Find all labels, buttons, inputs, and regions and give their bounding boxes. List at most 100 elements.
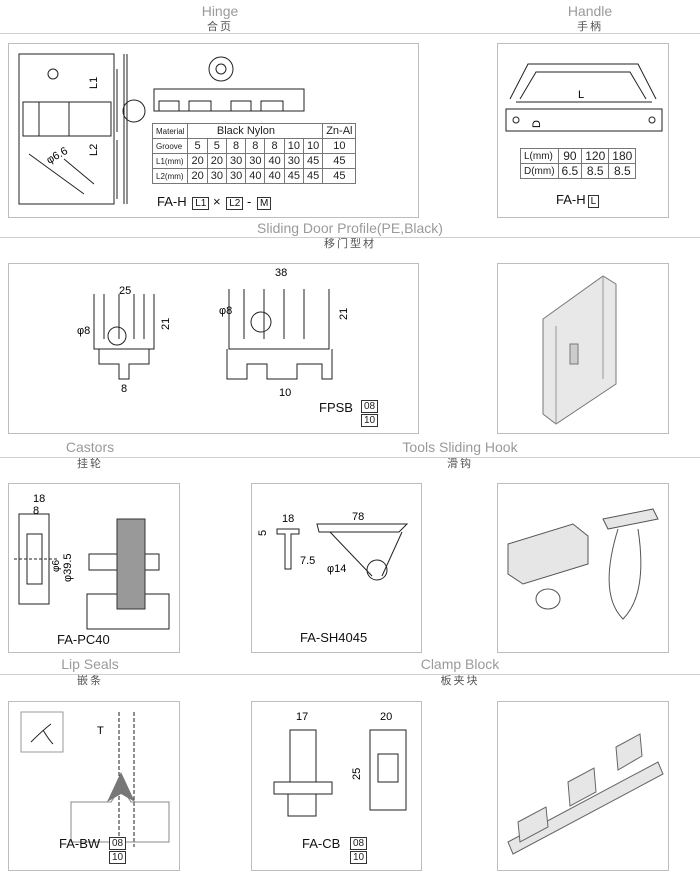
table-cell: 8 <box>264 138 285 154</box>
hook-d-label: 7.5 <box>300 555 315 567</box>
table-cell: 40 <box>264 153 285 169</box>
option-10: 10 <box>109 851 127 864</box>
table-row: L2(mm) 20 30 30 40 40 45 45 45 <box>151 168 357 184</box>
handle-l-label: L <box>578 89 584 101</box>
code-l2-box: L2 <box>226 197 244 210</box>
hinge-spec-table: Material Black Nylon Zn-Al Groove 5 5 8 … <box>151 123 357 184</box>
clamp-photo-panel <box>497 701 669 871</box>
clamp-title: Clamp Block <box>420 656 500 672</box>
castors-product-code: FA-PC40 <box>57 632 110 647</box>
lip-options: 08 10 <box>109 837 127 865</box>
sliding-photo-panel <box>497 263 669 434</box>
hook-e-label: φ14 <box>327 563 346 575</box>
sliding-d1-label: φ8 <box>77 325 90 337</box>
option-10: 10 <box>350 851 368 864</box>
material-header: Material <box>151 123 189 139</box>
table-cell: 5 <box>206 138 227 154</box>
sliding-h2-label: 21 <box>338 308 350 320</box>
code-prefix: FA-H <box>157 194 187 209</box>
lip-product-code: FA-BW <box>59 836 101 851</box>
clamp-title-cn: 板夹块 <box>440 675 480 687</box>
option-08: 08 <box>109 837 127 850</box>
clamp-illustration <box>507 733 664 855</box>
row-label: D(mm) <box>520 163 559 179</box>
table-cell: 40 <box>264 168 285 184</box>
lip-title-cn: 嵌条 <box>77 675 103 687</box>
lip-t-label: T <box>97 725 104 737</box>
sliding-title-cn: 移门型材 <box>324 238 376 250</box>
code-prefix: FA-H <box>556 192 586 207</box>
hook-title: Tools Sliding Hook <box>402 439 518 455</box>
handle-panel: L D L(mm) 90 120 180 D(mm) 6.5 8.5 8.5 F… <box>497 43 669 218</box>
hinge-l2-label: L2 <box>88 144 100 156</box>
option-08: 08 <box>350 837 368 850</box>
clamp-panel: 17 20 25 FA-CB 08 10 <box>251 701 422 871</box>
row-label: L(mm) <box>520 148 559 164</box>
castors-a-label: 18 <box>33 493 45 505</box>
lip-title: Lip Seals <box>61 656 119 672</box>
hook-panel: 18 5 78 7.5 φ14 FA-SH4045 <box>251 483 422 653</box>
clamp-b-label: 20 <box>380 711 392 723</box>
table-cell: 30 <box>225 153 247 169</box>
table-cell: 90 <box>557 148 583 164</box>
table-cell: 10 <box>322 138 357 154</box>
table-cell: 45 <box>322 168 357 184</box>
hook-product-code: FA-SH4045 <box>300 630 368 645</box>
clamp-a-label: 17 <box>296 711 308 723</box>
table-cell: 20 <box>187 168 208 184</box>
row-label: L2(mm) <box>151 168 189 184</box>
handle-d-label: D <box>531 120 543 128</box>
sliding-h1-label: 21 <box>160 318 172 330</box>
table-row: D(mm) 6.5 8.5 8.5 <box>520 163 637 179</box>
table-cell: 30 <box>245 153 266 169</box>
hinge-panel: L1 L2 φ6.6 Material Black Nylon Zn-Al Gr… <box>8 43 419 218</box>
castors-c-label: φ6 <box>51 560 62 572</box>
sliding-options: 08 10 <box>361 400 379 428</box>
table-cell: 120 <box>581 148 610 164</box>
sliding-w2-label: 38 <box>275 267 287 279</box>
divider <box>0 457 700 458</box>
table-cell: 20 <box>187 153 208 169</box>
table-cell: 6.5 <box>557 163 583 179</box>
castors-title: Castors <box>65 439 115 455</box>
table-cell: 180 <box>608 148 637 164</box>
hinge-product-code: FA-H L1 × L2 - M <box>157 194 272 210</box>
hook-a-label: 18 <box>282 513 294 525</box>
castors-d-label: φ39.5 <box>62 553 74 582</box>
sliding-d2-label: φ8 <box>219 305 232 317</box>
clamp-product-code: FA-CB <box>302 836 341 851</box>
clamp-options: 08 10 <box>350 837 368 865</box>
sliding-b1-label: 8 <box>121 383 127 395</box>
hook-illustration <box>507 508 659 620</box>
lip-drawing: T <box>20 711 170 847</box>
sliding-profile-panel: 25 φ8 21 8 38 φ8 21 10 FPSB 08 10 <box>8 263 419 434</box>
black-nylon-header: Black Nylon <box>187 123 304 139</box>
table-cell: 30 <box>206 168 227 184</box>
hook-c-label: 78 <box>352 511 364 523</box>
handle-title: Handle <box>567 3 613 19</box>
sliding-profile-drawing: 25 φ8 21 8 38 φ8 21 10 <box>77 267 350 399</box>
hinge-title-cn: 合页 <box>207 21 233 33</box>
hinge-l1-label: L1 <box>88 77 100 89</box>
castors-panel: 18 8 φ6 φ39.5 FA-PC40 <box>8 483 180 653</box>
table-cell: 30 <box>283 153 304 169</box>
zn-al-header: Zn-Al <box>322 123 357 139</box>
table-cell: 20 <box>206 153 227 169</box>
code-dash: - <box>246 194 252 209</box>
handle-spec-table: L(mm) 90 120 180 D(mm) 6.5 8.5 8.5 <box>520 148 637 179</box>
handle-drawing: L D <box>505 63 663 132</box>
sliding-b2-label: 10 <box>279 387 291 399</box>
divider <box>0 674 700 675</box>
table-row: L1(mm) 20 20 30 30 40 30 45 45 <box>151 153 357 169</box>
castors-drawing: 18 8 φ6 φ39.5 <box>14 493 170 630</box>
table-cell: 10 <box>283 138 304 154</box>
hook-b-label: 5 <box>257 530 269 536</box>
table-cell: 45 <box>302 168 324 184</box>
table-cell: 8.5 <box>581 163 610 179</box>
code-times: × <box>213 194 221 209</box>
row-label: Groove <box>151 138 189 154</box>
divider <box>0 237 700 238</box>
hook-drawing: 18 5 78 7.5 φ14 <box>257 511 409 581</box>
sliding-w1-label: 25 <box>119 285 131 297</box>
